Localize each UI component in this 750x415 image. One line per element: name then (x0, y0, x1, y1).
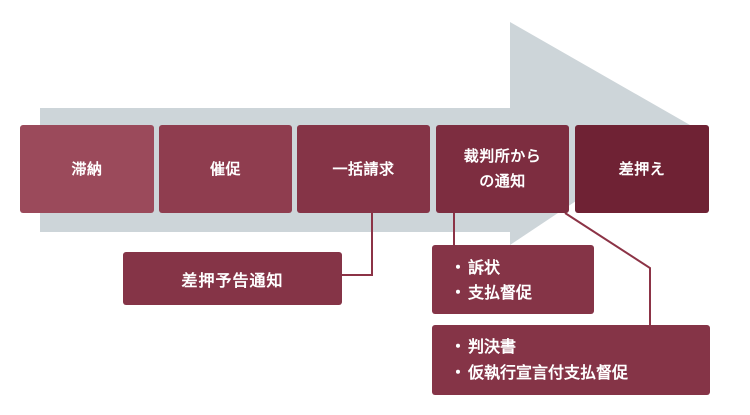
step-seizure: 差押え (575, 125, 709, 213)
step-court-notice: 裁判所から の通知 (436, 125, 569, 213)
list-item: ・ 訴状 (450, 255, 594, 280)
bullet-mark: ・ (450, 283, 467, 302)
step-dunning: 催促 (159, 125, 292, 213)
step-label: 催促 (209, 159, 241, 178)
list-item-text: 支払督促 (468, 283, 533, 302)
note-seizure-advance-notice: 差押予告通知 (123, 252, 342, 305)
bullet-mark: ・ (450, 258, 467, 277)
list-item: ・ 支払督促 (450, 280, 594, 305)
step-label-line-1: 裁判所から (463, 147, 542, 166)
list-item-text: 訴状 (468, 258, 501, 277)
connector-line-judgment (564, 212, 651, 325)
list-item: ・ 判決書 (450, 334, 710, 360)
list-item: ・ 仮執行宣言付支払督促 (450, 360, 710, 386)
step-label-line-2: の通知 (479, 172, 526, 190)
note-court-documents: ・ 訴状 ・ 支払督促 (432, 245, 594, 314)
step-label: 差押え (618, 159, 666, 178)
step-label: 一括請求 (332, 159, 395, 178)
note-enforcement-titles: ・ 判決書 ・ 仮執行宣言付支払督促 (432, 325, 710, 395)
connector-line-notice (342, 213, 373, 276)
list-item-text: 仮執行宣言付支払督促 (468, 363, 629, 382)
bullet-mark: ・ (450, 337, 467, 356)
list-item-text: 判決書 (468, 337, 517, 356)
note-label: 差押予告通知 (181, 270, 284, 290)
bullet-mark: ・ (450, 363, 467, 382)
step-label: 滞納 (71, 159, 103, 178)
step-delinquency: 滞納 (20, 125, 154, 213)
step-lump-sum-demand: 一括請求 (297, 125, 430, 213)
